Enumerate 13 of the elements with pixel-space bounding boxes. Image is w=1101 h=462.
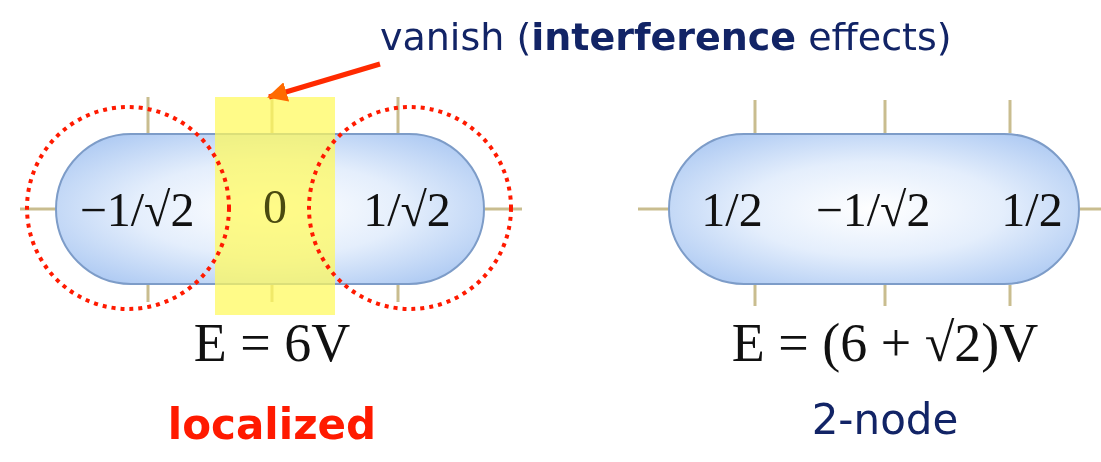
energy-formula: E = (6 + √2)V	[731, 312, 1039, 374]
caption-label: localized	[167, 400, 377, 449]
value-label: −1/√2	[79, 181, 195, 237]
annotation-text: vanish (interference effects)	[380, 4, 1092, 70]
energy-formula: E = 6V	[193, 312, 351, 374]
caption-label: 2-node	[811, 395, 959, 444]
value-label: 1/2	[701, 181, 763, 237]
value-label: 1/2	[1001, 181, 1063, 237]
value-label: −1/√2	[815, 181, 931, 237]
arrow	[267, 61, 381, 102]
value-label: 1/√2	[363, 181, 451, 237]
highlight-box	[215, 97, 335, 315]
value-label: 0	[263, 178, 287, 234]
